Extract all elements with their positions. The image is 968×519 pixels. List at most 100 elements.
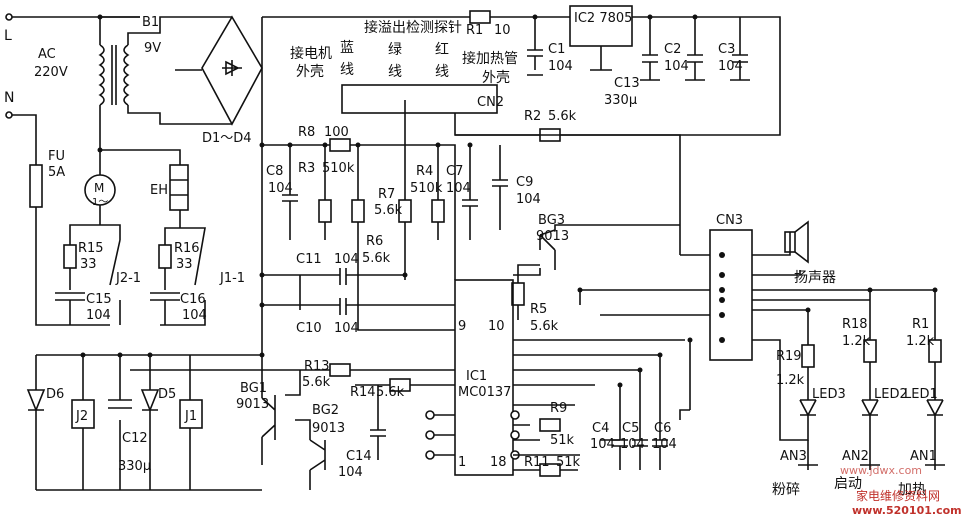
cn3-label: CN3 (716, 213, 743, 228)
r4-value: 510k (410, 181, 443, 196)
wiring (5, 5, 945, 491)
ic1-pin18: 18 (490, 455, 507, 470)
r18-name: R18 (842, 317, 868, 332)
r13-name: R13 (304, 359, 330, 374)
r3-value: 510k (322, 161, 355, 176)
c11-value: 104 (334, 252, 359, 267)
heater-eh: EH (150, 183, 168, 198)
r1-top-name: R1 (466, 23, 483, 38)
c14-name: C14 (346, 449, 372, 464)
mains-voltage: 220V (34, 65, 68, 80)
mains-n: N (4, 90, 14, 106)
r5-name: R5 (530, 302, 547, 317)
an1-label: AN1 (910, 449, 937, 464)
label-red-line: 线 (435, 64, 449, 80)
c10-name: C10 (296, 321, 322, 336)
ic1-pin1: 1 (458, 455, 466, 470)
ic2-label: IC2 7805 (574, 11, 632, 26)
bg2-model: 9013 (312, 421, 345, 436)
c9-name: C9 (516, 175, 533, 190)
c4-name: C4 (592, 421, 609, 436)
led3-label: LED3 (812, 387, 846, 402)
ic1-name: IC1 (466, 369, 487, 384)
watermark-cn: 家电维修资料网 (856, 488, 940, 503)
c5-name: C5 (622, 421, 639, 436)
label-blue: 蓝 (340, 40, 354, 56)
c16-name: C16 (180, 292, 206, 307)
junction-dots (80, 14, 938, 388)
c10-value: 104 (334, 321, 359, 336)
ic1-model: MC0137 (458, 385, 511, 400)
ic1-pin9: 9 (458, 319, 466, 334)
r19-name: R19 (776, 349, 802, 364)
bg1-name: BG1 (240, 381, 267, 396)
label-heater-shell-1: 接加热管 (462, 50, 518, 67)
label-green-line: 线 (388, 64, 402, 80)
r13-value: 5.6k (302, 375, 331, 390)
r4-name: R4 (416, 164, 433, 179)
r1-led-name: R1 (912, 317, 929, 332)
r8-name: R8 (298, 125, 315, 140)
c5-value: 104 (620, 437, 645, 452)
r6-name: R6 (366, 234, 383, 249)
motor-m: M (94, 181, 104, 195)
c6-name: C6 (654, 421, 671, 436)
c3-value: 104 (718, 59, 743, 74)
r9-name: R9 (550, 401, 567, 416)
c15-value: 104 (86, 308, 111, 323)
mains-l: L (4, 28, 12, 44)
bridge-label: D1～D4 (202, 131, 252, 146)
j1-label: J1 (184, 409, 197, 424)
r11-value: 51k (556, 455, 581, 470)
r15-value: 33 (80, 257, 97, 272)
speaker-label: 扬声器 (794, 270, 836, 286)
bg3-name: BG3 (538, 213, 565, 228)
motor-sym: 1～ (92, 197, 108, 208)
c2-value: 104 (664, 59, 689, 74)
button-start: 启动 (834, 476, 862, 492)
c13-value: 330μ (604, 93, 637, 108)
label-green: 绿 (388, 42, 402, 58)
bg2-name: BG2 (312, 403, 339, 418)
c15-name: C15 (86, 292, 112, 307)
watermark-mid: www.jdwx.com (840, 464, 922, 477)
r2-name: R2 (524, 109, 541, 124)
c7-name: C7 (446, 164, 463, 179)
r14-name: R14 (350, 385, 376, 400)
r7-name: R7 (378, 187, 395, 202)
fuse-name: FU (48, 149, 65, 164)
c13-name: C13 (614, 76, 640, 91)
j2-label: J2 (75, 409, 88, 424)
an2-label: AN2 (842, 449, 869, 464)
button-crush: 粉碎 (772, 482, 800, 498)
r16-value: 33 (176, 257, 193, 272)
label-motor-shell-1: 接电机 (290, 45, 332, 62)
d6-label: D6 (46, 387, 64, 402)
cn2-label: CN2 (477, 95, 504, 110)
mains-ac: AC (38, 47, 56, 62)
c1-value: 104 (548, 59, 573, 74)
c12-name: C12 (122, 431, 148, 446)
r18-value: 1.2k (842, 334, 871, 349)
r11-name: R11 (524, 455, 550, 470)
r2-value: 5.6k (548, 109, 577, 124)
r3-name: R3 (298, 161, 315, 176)
r15-name: R15 (78, 241, 104, 256)
c16-value: 104 (182, 308, 207, 323)
c9-value: 104 (516, 192, 541, 207)
bg1-model: 9013 (236, 397, 269, 412)
c14-value: 104 (338, 465, 363, 480)
transformer-b1: B1 (142, 15, 159, 30)
button-heat: 加热 (898, 482, 926, 498)
r8-value: 100 (324, 125, 349, 140)
c1-name: C1 (548, 42, 565, 57)
label-blue-line: 线 (340, 62, 354, 78)
led2-label: LED2 (874, 387, 908, 402)
r16-name: R16 (174, 241, 200, 256)
bg3-model: 9013 (536, 229, 569, 244)
r6-value: 5.6k (362, 251, 391, 266)
fuse-value: 5A (48, 165, 65, 180)
c11-name: C11 (296, 252, 322, 267)
j1-1-label: J1-1 (219, 271, 245, 286)
